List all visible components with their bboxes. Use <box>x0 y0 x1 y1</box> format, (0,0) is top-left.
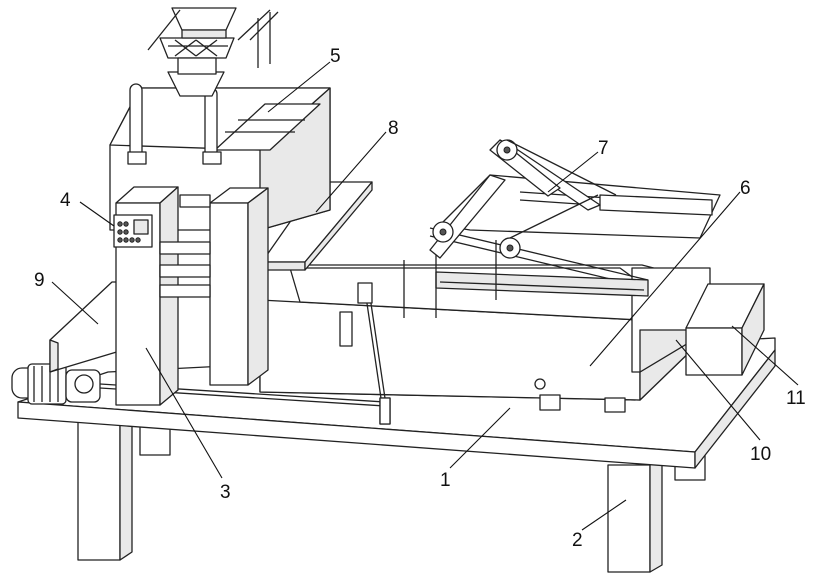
motor-gearbox <box>11 363 391 425</box>
chain-drive <box>339 282 391 425</box>
callout-9: 9 <box>34 270 45 291</box>
callout-11: 11 <box>786 388 806 409</box>
side-box <box>685 283 765 376</box>
inclined-plate <box>261 181 373 271</box>
callout-7: 7 <box>598 138 609 159</box>
callouts: 1 2 3 4 5 6 7 8 9 10 11 <box>34 46 806 551</box>
control-panel <box>113 214 153 248</box>
leader-lines <box>51 61 799 531</box>
callout-3: 3 <box>220 482 231 503</box>
callout-5: 5 <box>330 46 341 67</box>
callout-10: 10 <box>750 444 771 465</box>
callout-1: 1 <box>440 470 451 491</box>
callout-2: 2 <box>572 530 583 551</box>
columns <box>115 186 269 406</box>
callout-4: 4 <box>60 190 71 211</box>
rail-assembly <box>403 139 721 318</box>
hopper-housing <box>109 7 331 231</box>
callout-8: 8 <box>388 118 399 139</box>
callout-6: 6 <box>740 178 751 199</box>
